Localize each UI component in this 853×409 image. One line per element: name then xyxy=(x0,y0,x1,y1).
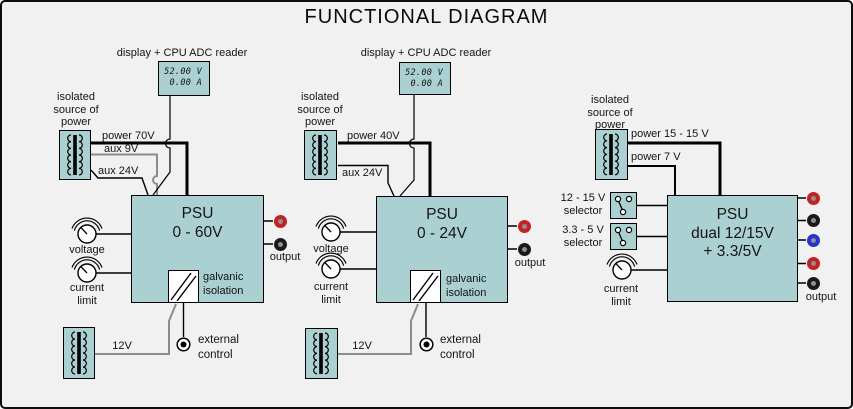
wire-outputs-1 xyxy=(264,220,273,245)
galvanic-isolation-icon xyxy=(170,272,197,302)
external-control-connector-2 xyxy=(419,337,434,352)
wire-knobs-2 xyxy=(340,231,376,270)
output-terminal-black xyxy=(517,242,531,256)
selector-12-15v-label: 12 - 15 V selector xyxy=(560,192,606,217)
switch-icon xyxy=(614,226,633,247)
output-terminal-black xyxy=(806,214,820,227)
transformer-12v-1 xyxy=(63,327,95,379)
voltage-knob-1 xyxy=(71,217,103,244)
output-terminal-red xyxy=(806,191,820,205)
adc-reader-label-2: display + CPU ADC reader xyxy=(360,47,492,59)
output-terminal-black xyxy=(273,237,287,251)
transformer-icon xyxy=(71,331,87,375)
wire-aux-24v xyxy=(90,169,149,196)
adc-display-1: 52.00 V 0.00 A xyxy=(158,61,210,96)
transformer-icon xyxy=(603,133,619,176)
display-volts-2: 52.00 V xyxy=(405,68,443,78)
wire-aux-9v xyxy=(91,153,158,195)
transformer-icon xyxy=(67,134,83,176)
current-limit-knob-2 xyxy=(315,252,347,279)
wire-label-aux-24v: aux 24V xyxy=(98,164,139,177)
output-terminal-red xyxy=(806,257,820,270)
wire-knobs-1 xyxy=(96,233,131,274)
wire-power-70v xyxy=(91,141,189,195)
output-terminal-red xyxy=(517,219,531,233)
external-control-connector-1 xyxy=(176,337,191,352)
selector-switch-3-3-5v xyxy=(610,223,637,250)
wire-label-power-70v: power 70V xyxy=(102,129,155,142)
transformer-icon xyxy=(312,134,328,176)
current-limit-knob-1 xyxy=(71,256,103,283)
isolated-source-label-2: isolated source of power xyxy=(297,91,343,128)
output-label-2: output xyxy=(514,257,546,269)
wire-power-7v xyxy=(628,165,676,195)
wire-display-1 xyxy=(152,96,171,196)
current-limit-label-2: current limit xyxy=(313,281,349,306)
transformer-icon xyxy=(313,332,329,375)
adc-display-2: 52.00 V 0.00 A xyxy=(399,62,451,95)
transformer-3 xyxy=(595,129,628,180)
current-limit-label-3: current limit xyxy=(603,283,639,308)
galvanic-isolation-icon xyxy=(412,272,439,302)
display-amps-2: 0.00 A xyxy=(410,79,443,89)
wire-label-12v-1: 12V xyxy=(112,340,132,352)
wire-12v-1 xyxy=(95,303,177,355)
voltage-knob-2 xyxy=(315,215,347,242)
wire-label-12v-2: 12V xyxy=(352,340,372,352)
wire-outputs-3 xyxy=(798,197,806,284)
wire-label-power-7v: power 7 V xyxy=(631,151,681,163)
selector-switch-12-15v xyxy=(610,192,637,219)
wire-label-power-40v: power 40V xyxy=(347,129,400,142)
wire-label-power-15-15v: power 15 - 15 V xyxy=(631,128,709,140)
wire-selectors xyxy=(637,204,667,238)
wire-label-aux-9v: aux 9V xyxy=(104,143,139,155)
current-limit-knob-3 xyxy=(606,253,638,280)
current-limit-label-1: current limit xyxy=(69,282,105,307)
page-title: FUNCTIONAL DIAGRAM xyxy=(304,6,549,28)
output-terminal-blue xyxy=(806,233,820,247)
wire-power-15-15v xyxy=(628,141,722,195)
external-control-label-2: external control xyxy=(440,334,481,361)
switch-icon xyxy=(614,195,633,216)
selector-3-3-5v-label: 3.3 - 5 V selector xyxy=(562,224,604,249)
galvanic-isolation-box-1 xyxy=(168,270,199,303)
adc-reader-label-1: display + CPU ADC reader xyxy=(116,47,248,59)
isolated-source-label-1: isolated source of power xyxy=(53,91,99,128)
transformer-12v-2 xyxy=(305,328,338,379)
external-control-label-1: external control xyxy=(198,334,239,361)
output-terminal-black xyxy=(806,276,820,290)
voltage-label-2: voltage xyxy=(313,243,349,255)
psu-0-24v-box: PSU 0 - 24V xyxy=(376,196,508,303)
wire-label-aux-24v-2: aux 24V xyxy=(342,167,383,179)
psu-dual-box: PSU dual 12/15V + 3.3/5V xyxy=(667,195,798,302)
wire-display-2 xyxy=(399,95,415,197)
voltage-label-1: voltage xyxy=(69,244,105,256)
display-volts-1: 52.00 V xyxy=(164,67,202,77)
wire-12v-2 xyxy=(338,303,419,355)
wire-aux-24v-2 xyxy=(338,164,395,197)
galvanic-label-2: galvanic isolation xyxy=(446,273,487,299)
galvanic-label-1: galvanic isolation xyxy=(203,271,244,297)
output-label-3: output xyxy=(805,291,837,303)
isolated-source-label-3: isolated source of power xyxy=(587,94,633,131)
output-label-1: output xyxy=(269,251,301,263)
transformer-1 xyxy=(59,130,91,180)
display-amps-1: 0.00 A xyxy=(169,78,202,88)
transformer-2 xyxy=(304,130,337,180)
galvanic-isolation-box-2 xyxy=(410,270,441,303)
output-terminal-red xyxy=(273,214,287,228)
wire-outputs-2 xyxy=(508,225,517,250)
wire-power-40v xyxy=(338,141,432,196)
